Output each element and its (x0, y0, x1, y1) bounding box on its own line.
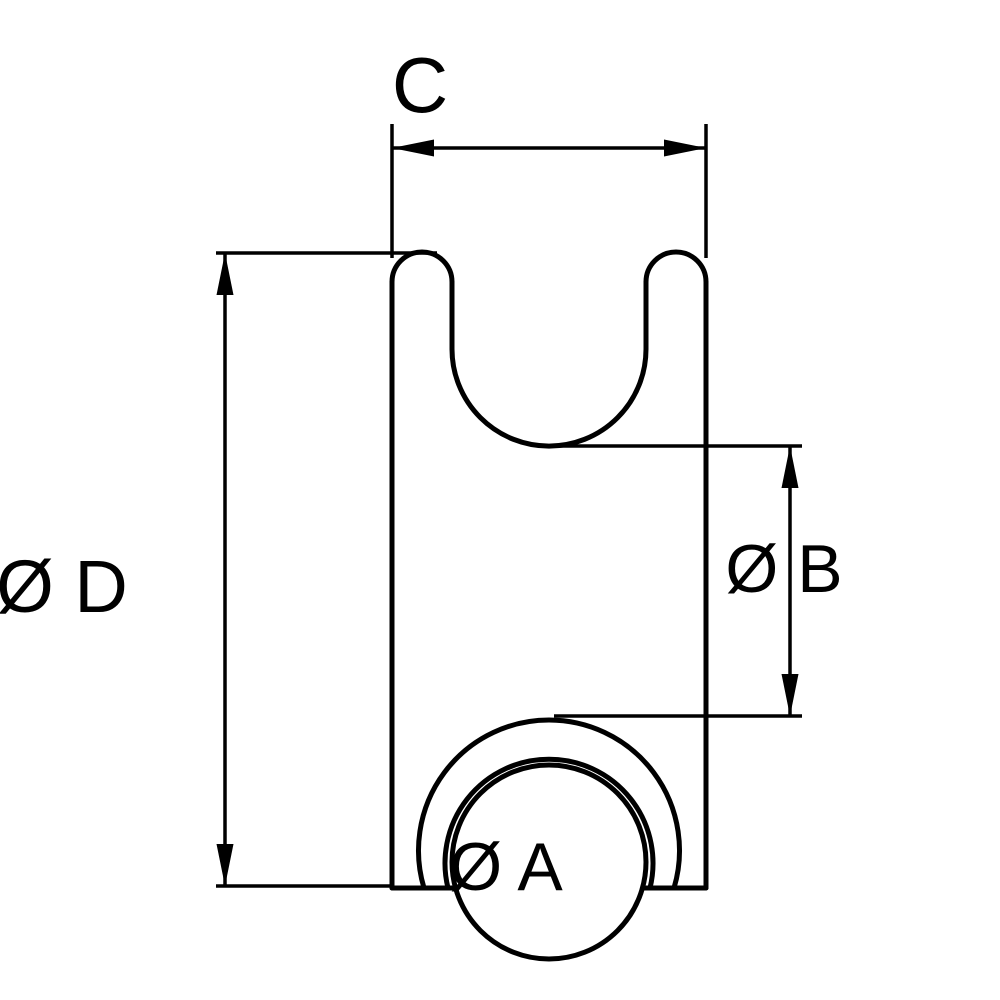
dimension-c (390, 124, 708, 258)
arrowhead-right-icon (664, 139, 706, 157)
dim-label-hole-diameter: Ø A (449, 829, 563, 905)
arrowhead-up-icon (781, 446, 799, 488)
ring-cross-section (389, 249, 709, 962)
top-right-lobe (643, 249, 709, 285)
dimension-d (216, 251, 437, 888)
arrowhead-down-icon (781, 674, 799, 716)
center-hole-circle (449, 762, 649, 962)
top-left-lobe (389, 249, 455, 285)
bottom-outer-arch (416, 717, 682, 891)
arrowhead-down-icon (216, 844, 234, 886)
bottom-inner-arch (442, 756, 656, 891)
arrowhead-left-icon (392, 139, 434, 157)
arrowhead-up-icon (216, 253, 234, 295)
top-groove (449, 279, 649, 449)
dim-label-barrel-diameter: Ø B (725, 531, 842, 607)
dimension-b (554, 444, 802, 718)
dim-label-top-width: C (392, 41, 448, 129)
dim-label-outer-diameter: Ø D (0, 545, 128, 628)
